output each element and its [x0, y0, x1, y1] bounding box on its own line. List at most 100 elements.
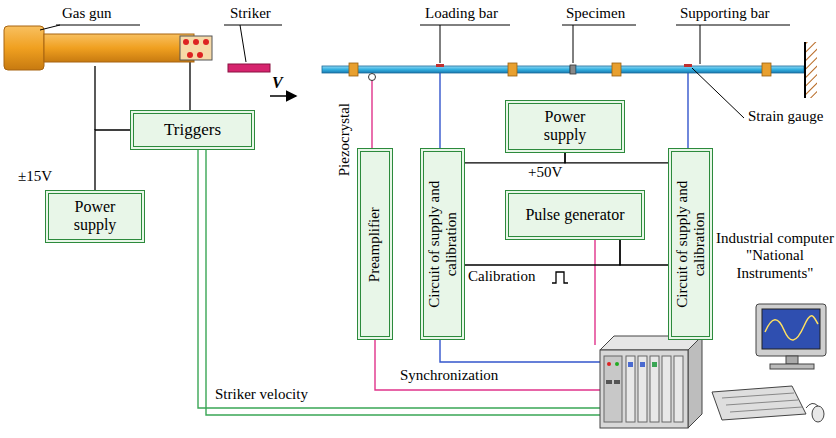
- leader-line: [420, 25, 510, 63]
- chassis-side: [688, 336, 702, 428]
- mouse: [812, 406, 824, 422]
- gauge-wire: [439, 73, 440, 148]
- voltage-label: ±15V: [18, 168, 52, 185]
- striker-bar: [228, 64, 270, 72]
- bar-support: [349, 63, 358, 76]
- keyboard: [712, 386, 806, 420]
- box-text: Pulse generator: [525, 206, 624, 224]
- wall-line: [804, 42, 806, 98]
- monitor-base: [770, 364, 814, 369]
- module-slot: [650, 356, 659, 422]
- key-rows: [722, 393, 802, 412]
- led: [615, 362, 619, 366]
- led: [607, 362, 611, 366]
- connector: [628, 362, 633, 367]
- box-text: Power supply: [523, 108, 607, 145]
- bar-supports: [349, 63, 771, 76]
- module-slot: [662, 356, 671, 422]
- monitor-frame: [756, 304, 826, 356]
- leader-line: [40, 25, 140, 30]
- trigger-wire: [189, 62, 190, 110]
- box-text: Power supply: [63, 198, 127, 235]
- preamplifier-box: Preamplifier: [357, 148, 393, 340]
- bar-support: [508, 63, 517, 76]
- part-label: Loading bar: [425, 5, 498, 22]
- trigger-pin: [203, 39, 209, 45]
- mouse-cable: [806, 403, 818, 408]
- gauge-wire: [687, 73, 688, 148]
- box-text: Triggers: [164, 120, 221, 140]
- leader-line: [692, 68, 744, 118]
- monitor-stand: [786, 356, 798, 364]
- box-text: Circuit of supply and calibration: [425, 155, 460, 333]
- calibration-wire: [594, 240, 595, 345]
- calibration-circuit-box: Circuit of supply and calibration: [420, 148, 465, 340]
- connector: [465, 240, 620, 265]
- signal-wire: [440, 340, 600, 362]
- part-label: Strain gauge: [748, 108, 823, 125]
- strain-gauge: [436, 64, 444, 67]
- leader-line: [676, 25, 790, 64]
- bar-support: [612, 63, 621, 76]
- connector: [652, 362, 657, 367]
- signal-label: Calibration: [468, 268, 536, 285]
- leader-lines: [40, 25, 790, 118]
- power-supply-box: Power supply: [505, 100, 625, 153]
- part-label: Striker: [230, 5, 271, 22]
- part-label: Gas gun: [62, 5, 112, 22]
- wall-hatch: [805, 42, 817, 98]
- chassis-front: [600, 350, 688, 428]
- trigger-pin: [187, 52, 193, 58]
- part-label: Specimen: [566, 5, 625, 22]
- connector: [95, 130, 130, 190]
- pulse-symbol: [552, 272, 568, 283]
- pulse-generator-box: Pulse generator: [505, 190, 645, 240]
- port: [614, 380, 620, 384]
- device-label: Industrial computer "National Instrument…: [716, 230, 834, 282]
- wires: [95, 62, 688, 415]
- leader-line: [224, 25, 282, 62]
- piezo-wire: [371, 80, 372, 148]
- power-supply-box: Power supply: [45, 190, 145, 243]
- part-label: Supporting bar: [680, 5, 770, 22]
- connector: [620, 240, 668, 265]
- trigger-pin: [197, 52, 203, 58]
- monitor-screen: [762, 309, 820, 349]
- module-slot: [626, 356, 635, 422]
- signal-trace: [765, 316, 818, 340]
- velocity-wire: [198, 150, 600, 408]
- velocity-arrow: [270, 95, 296, 97]
- module-slot: [674, 356, 683, 422]
- gas-gun: [4, 26, 212, 70]
- gun-barrel: [44, 34, 194, 62]
- strain-gauge: [684, 64, 692, 67]
- loading-bar: [322, 66, 570, 73]
- trigger-block: [180, 36, 212, 60]
- port: [606, 380, 612, 384]
- calibration-circuit-box: Circuit of supply and calibration: [668, 148, 713, 340]
- velocity-symbol: V: [272, 74, 283, 92]
- trigger-pin: [183, 39, 189, 45]
- connector: [640, 362, 645, 367]
- voltage-label: +50V: [528, 164, 562, 181]
- bar-support: [762, 63, 771, 76]
- signal-label: Striker velocity: [215, 386, 308, 403]
- trigger-pin: [193, 39, 199, 45]
- sync-wire: [375, 340, 600, 390]
- specimen: [570, 65, 576, 74]
- controller-slot: [604, 356, 622, 422]
- box-text: Circuit of supply and calibration: [673, 155, 708, 333]
- signal-label: Synchronization: [400, 367, 498, 384]
- part-label: Piezocrystal: [336, 103, 353, 176]
- box-text: Preamplifier: [366, 155, 383, 333]
- trigger-box: Triggers: [130, 110, 255, 150]
- industrial-computer: [600, 304, 826, 428]
- gun-breech: [4, 26, 44, 70]
- leader-line: [562, 25, 636, 63]
- piezocrystal: [369, 74, 376, 81]
- module-slot: [638, 356, 647, 422]
- power-wire: [94, 66, 95, 130]
- connector: [565, 153, 668, 163]
- connector: [465, 153, 565, 163]
